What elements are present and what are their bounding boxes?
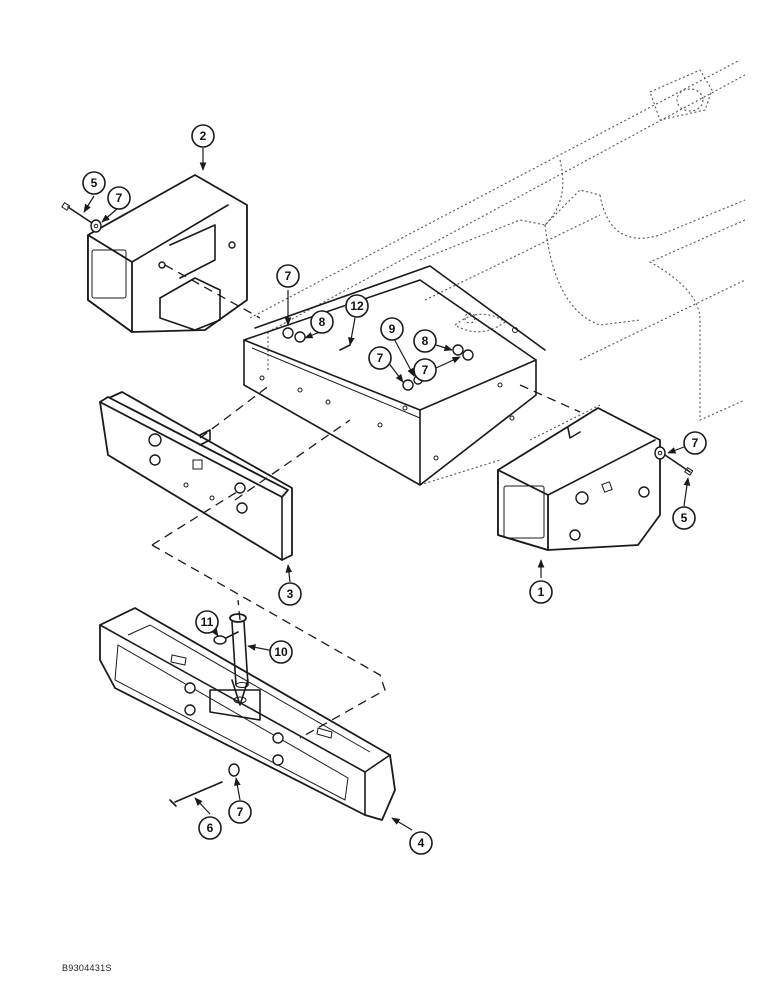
front-support-casting bbox=[243, 265, 546, 486]
callout-7-top-left: 7 bbox=[276, 264, 300, 288]
callout-1: 1 bbox=[529, 580, 553, 604]
right-side-weight bbox=[497, 407, 661, 551]
callout-5-left: 5 bbox=[82, 171, 106, 195]
callout-7-top-right: 7 bbox=[413, 358, 437, 382]
callout-7-right: 7 bbox=[683, 431, 707, 455]
svg-text:1: 1 bbox=[538, 585, 545, 599]
callout-8-left: 8 bbox=[310, 310, 334, 334]
svg-text:8: 8 bbox=[422, 334, 429, 348]
svg-text:7: 7 bbox=[285, 269, 292, 283]
svg-text:12: 12 bbox=[350, 299, 364, 313]
bumper-weight bbox=[99, 607, 396, 821]
callout-6: 6 bbox=[198, 816, 222, 840]
callout-10: 10 bbox=[269, 640, 293, 664]
lock-pin-11 bbox=[213, 631, 239, 645]
svg-text:7: 7 bbox=[237, 805, 244, 819]
left-side-weight bbox=[87, 174, 248, 333]
svg-text:5: 5 bbox=[91, 176, 98, 190]
callout-11: 11 bbox=[195, 610, 219, 634]
svg-text:11: 11 bbox=[201, 615, 214, 629]
fastener-washer-7-bottom bbox=[228, 763, 240, 777]
callout-12: 12 bbox=[345, 294, 369, 318]
alignment-lines bbox=[151, 264, 581, 739]
callout-7-middle: 7 bbox=[368, 346, 392, 370]
pin-10 bbox=[229, 613, 249, 688]
callout-3: 3 bbox=[278, 582, 302, 606]
figure-reference-code: B9304431S bbox=[62, 963, 112, 973]
tractor-front-frame bbox=[249, 59, 746, 486]
svg-text:4: 4 bbox=[418, 836, 425, 850]
fastener-bolt-5-right bbox=[664, 454, 694, 476]
front-weight-plate bbox=[99, 391, 293, 561]
fastener-washer-7-left bbox=[90, 219, 102, 233]
fastener-washer-7-right bbox=[654, 446, 666, 460]
svg-text:3: 3 bbox=[287, 587, 294, 601]
fastener-bolt-6 bbox=[169, 781, 223, 807]
svg-text:5: 5 bbox=[681, 511, 688, 525]
callout-8-right: 8 bbox=[413, 329, 437, 353]
svg-text:2: 2 bbox=[200, 129, 207, 143]
callout-7-left: 7 bbox=[107, 186, 131, 210]
svg-text:9: 9 bbox=[389, 322, 396, 336]
callout-2: 2 bbox=[191, 124, 215, 148]
fastener-bolt-5-left bbox=[61, 201, 93, 224]
svg-text:7: 7 bbox=[377, 351, 384, 365]
callout-4: 4 bbox=[409, 831, 433, 855]
leader-lines bbox=[83, 148, 691, 831]
svg-text:7: 7 bbox=[422, 363, 429, 377]
svg-text:7: 7 bbox=[692, 436, 699, 450]
svg-text:6: 6 bbox=[207, 821, 214, 835]
callout-7-bottom: 7 bbox=[228, 800, 252, 824]
svg-text:8: 8 bbox=[319, 315, 326, 329]
callout-9: 9 bbox=[380, 317, 404, 341]
callout-5-right: 5 bbox=[672, 506, 696, 530]
svg-text:7: 7 bbox=[116, 191, 123, 205]
svg-text:10: 10 bbox=[274, 645, 288, 659]
